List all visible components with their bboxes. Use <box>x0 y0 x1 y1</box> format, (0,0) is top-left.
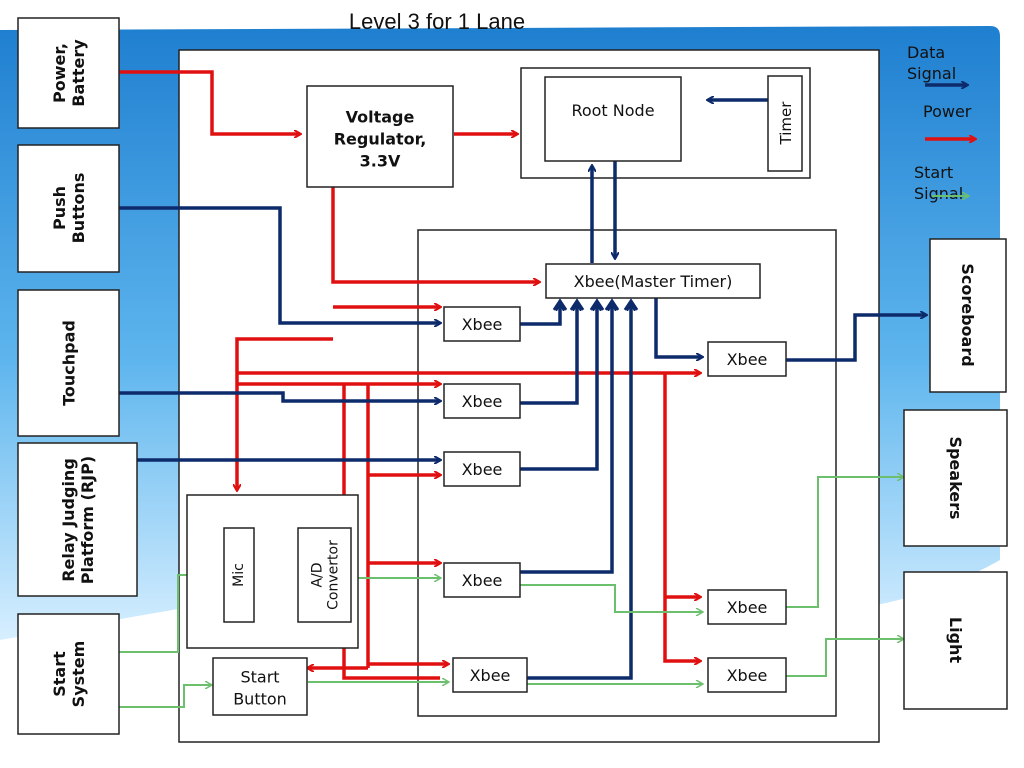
output-light: Light <box>903 571 1008 710</box>
output-speakers: Speakers <box>903 409 1008 547</box>
xbee-label: Xbee <box>727 598 768 617</box>
text-line: A/D <box>310 562 326 587</box>
text-line: Buttons <box>69 173 88 244</box>
input-touchpad: Touchpad <box>17 289 120 437</box>
timer-label: Timer <box>777 101 795 146</box>
xbee-scoreboard: Xbee <box>707 341 787 377</box>
xbee-start-button: Xbee <box>452 657 528 693</box>
text-line: Touchpad <box>60 320 79 406</box>
text-line: System <box>69 641 88 708</box>
input-push-buttons: PushButtons <box>17 144 120 273</box>
xbee-label: Xbee <box>462 315 503 334</box>
fan-arrowhead <box>604 298 620 311</box>
data-wires <box>119 100 926 680</box>
text-line: Push <box>50 186 69 230</box>
input-power-battery: Power,Battery <box>17 17 120 129</box>
text-line: 3.3V <box>360 152 401 171</box>
text-line: Power, <box>50 43 69 103</box>
ad-convertor-block: A/DConvertor <box>297 527 352 623</box>
output-scoreboard: Scoreboard <box>929 238 1007 393</box>
xbee-touchpad-pushbutton: Xbee <box>443 306 521 342</box>
input-relay-judging-platform: Relay JudgingPlatform (RJP) <box>17 442 138 597</box>
text-line: Relay Judging <box>59 458 78 582</box>
touchpad-label: Touchpad <box>60 320 79 406</box>
legend-power-label: Power <box>923 102 972 121</box>
xbee-label: Xbee <box>462 392 503 411</box>
xbee-label: Xbee <box>462 571 503 590</box>
xbee-label: Xbee <box>470 666 511 685</box>
xbee-rjp: Xbee <box>443 451 521 487</box>
xbee-label: Xbee <box>462 460 503 479</box>
root-node-label: Root Node <box>571 101 654 120</box>
push-buttons-label: PushButtons <box>50 173 88 244</box>
xbee-mic: Xbee <box>443 562 521 598</box>
text-line: Start <box>240 668 279 687</box>
xbee-label: Xbee <box>727 666 768 685</box>
fan-arrowhead <box>569 298 585 311</box>
start-system-label: StartSystem <box>50 641 88 708</box>
timer-block: Timer <box>767 75 803 172</box>
text-line: Start <box>50 651 69 697</box>
mic-label: Mic <box>231 563 247 587</box>
root-node-block: Root Node <box>544 76 682 162</box>
ad-convertor-label: A/DConvertor <box>310 540 342 610</box>
power-wires <box>119 70 700 680</box>
mic-block: Mic <box>223 527 255 623</box>
text-line: Regulator, <box>334 130 427 149</box>
rjp-label: Relay JudgingPlatform (RJP) <box>59 456 97 584</box>
text-line: Convertor <box>326 540 342 610</box>
text-line: Signal <box>907 64 956 83</box>
master-xbee-label: Xbee(Master Timer) <box>574 272 733 291</box>
text-line: Voltage <box>346 108 415 127</box>
xbee-light: Xbee <box>707 657 787 693</box>
xbee-label: Xbee <box>727 350 768 369</box>
input-start-system: StartSystem <box>17 613 120 735</box>
xbee-speakers: Xbee <box>707 589 787 625</box>
text-line: Data <box>907 43 945 62</box>
text-line: Button <box>233 690 287 709</box>
master-xbee-block: Xbee(Master Timer) <box>545 263 761 299</box>
scoreboard-label: Scoreboard <box>958 263 977 366</box>
light-label: Light <box>946 617 965 664</box>
text-line: Battery <box>69 39 88 107</box>
diagram-title: Level 3 for 1 Lane <box>349 9 525 34</box>
fan-arrowhead <box>589 298 605 311</box>
start-signal-wires <box>119 477 903 708</box>
fan-arrowhead <box>552 298 568 311</box>
fan-arrowhead <box>623 298 639 311</box>
speakers-label: Speakers <box>946 436 965 519</box>
power-battery-label: Power,Battery <box>50 39 88 107</box>
master-xbee-input-fan <box>552 298 639 311</box>
xbee-touchpad: Xbee <box>443 383 521 419</box>
text-line: Platform (RJP) <box>78 456 97 584</box>
